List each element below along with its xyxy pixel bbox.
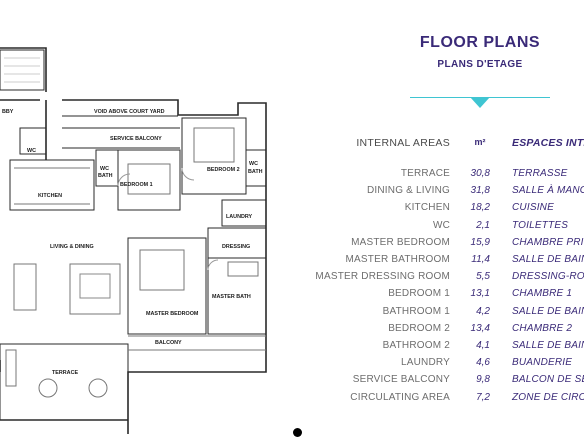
room-area: 31,8	[470, 185, 490, 197]
table-row: MASTER BEDROOM 15,9 CHAMBRE PRI	[0, 237, 584, 254]
room-name-en: LAUNDRY	[400, 357, 450, 369]
room-name-en: BATHROOM 2	[382, 340, 450, 351]
room-name-en: MASTER BEDROOM	[351, 236, 450, 248]
table-row: WC 2,1 TOILETTES	[0, 220, 584, 237]
room-name-fr: SALLE DE BAIN	[512, 305, 584, 317]
room-name-fr: CHAMBRE PRI	[512, 236, 584, 248]
room-name-fr: BUANDERIE	[512, 357, 573, 369]
room-area: 4,1	[476, 340, 490, 351]
page-title: FLOOR PLANS	[419, 34, 541, 51]
plan-label-living: LIVING & DINING	[50, 244, 94, 250]
room-area: 15,9	[470, 236, 490, 248]
plan-label-bedroom-2: BEDROOM 2	[207, 167, 240, 173]
room-name-fr: CHAMBRE 2	[512, 322, 573, 334]
room-name-en: SERVICE BALCONY	[352, 374, 450, 386]
room-name-en: CIRCULATING AREA	[350, 391, 450, 403]
table-row: BEDROOM 2 13,4 CHAMBRE 2	[0, 323, 584, 340]
table-row: TERRACE 30,8 TERRASSE	[0, 168, 584, 185]
plan-label-wc-bath-2b: BATH	[248, 169, 263, 175]
room-name-fr: SALLE DE BAIN	[512, 254, 584, 265]
room-area: 4,6	[476, 357, 490, 369]
plan-label-wc-bath-2a: WC	[249, 161, 258, 167]
room-area: 9,8	[476, 374, 490, 386]
room-name-en: WC	[432, 219, 450, 231]
room-area: 2,1	[476, 219, 490, 231]
room-name-fr: SALLE À MANG	[512, 185, 584, 197]
plan-label-void: VOID ABOVE COURT YARD	[94, 109, 165, 115]
table-row: DINING & LIVING 31,8 SALLE À MANG	[0, 185, 584, 202]
column-header-unit: m²	[474, 137, 486, 147]
room-name-fr: CUISINE	[512, 202, 554, 214]
room-name-en: TERRACE	[400, 168, 450, 179]
table-row: BEDROOM 1 13,1 CHAMBRE 1	[0, 288, 584, 305]
room-area: 7,2	[476, 391, 490, 403]
table-row: CIRCULATING AREA 7,2 ZONE DE CIRC	[0, 392, 584, 409]
room-name-fr: TERRASSE	[512, 168, 568, 179]
room-area: 5,5	[476, 271, 490, 283]
room-name-en: BATHROOM 1	[382, 305, 450, 317]
plan-label-bedroom-1: BEDROOM 1	[120, 182, 153, 188]
table-row: KITCHEN 18,2 CUISINE	[0, 202, 584, 219]
plan-label-service-balcony: SERVICE BALCONY	[110, 136, 162, 142]
divider-arrow-icon	[470, 97, 490, 108]
room-name-fr: SALLE DE BAIN	[512, 340, 584, 351]
plan-label-lobby: BBY	[2, 109, 14, 115]
plan-label-kitchen: KITCHEN	[38, 193, 62, 199]
room-area: 18,2	[470, 202, 490, 214]
column-header-internal-areas: INTERNAL AREAS	[356, 137, 450, 149]
room-name-en: MASTER BATHROOM	[345, 254, 450, 265]
page-subtitle: PLANS D'ETAGE	[437, 59, 523, 70]
table-row: SERVICE BALCONY 9,8 BALCON DE SE	[0, 374, 584, 391]
column-header-espaces: ESPACES INTÉ	[512, 137, 584, 149]
room-area: 13,1	[470, 288, 490, 300]
table-row: BATHROOM 2 4,1 SALLE DE BAIN	[0, 340, 584, 357]
table-row: MASTER DRESSING ROOM 5,5 DRESSING-RO	[0, 271, 584, 288]
room-name-en: BEDROOM 2	[388, 322, 450, 334]
room-name-en: MASTER DRESSING ROOM	[315, 271, 450, 283]
plan-label-balcony: BALCONY	[155, 340, 182, 346]
plan-label-master-bedroom: MASTER BEDROOM	[146, 311, 199, 317]
floor-plan-drawing: BBY VOID ABOVE COURT YARD SERVICE BALCON…	[0, 47, 267, 434]
room-name-en: BEDROOM 1	[388, 288, 450, 300]
page-indicator-dot[interactable]	[293, 428, 302, 437]
plan-label-dressing: DRESSING	[222, 244, 250, 250]
plan-label-wc-bath-1b: BATH	[98, 173, 113, 179]
room-name-en: KITCHEN	[404, 202, 450, 214]
plan-label-wc: WC	[27, 148, 36, 154]
room-area: 13,4	[470, 322, 490, 334]
room-name-fr: TOILETTES	[512, 219, 569, 231]
room-name-en: DINING & LIVING	[366, 185, 450, 197]
room-name-fr: ZONE DE CIRC	[512, 391, 584, 403]
room-area: 4,2	[476, 305, 490, 317]
plan-label-master-bath: MASTER BATH	[212, 294, 251, 300]
table-row: BATHROOM 1 4,2 SALLE DE BAIN	[0, 306, 584, 323]
room-name-fr: DRESSING-RO	[512, 271, 584, 283]
room-name-fr: BALCON DE SE	[512, 374, 584, 386]
room-area: 30,8	[470, 168, 490, 179]
room-name-fr: CHAMBRE 1	[512, 288, 573, 300]
room-area: 11,4	[471, 254, 490, 265]
plan-label-laundry: LAUNDRY	[226, 214, 253, 220]
plan-label-terrace: TERRACE	[52, 370, 78, 376]
plan-label-wc-bath-1a: WC	[100, 166, 109, 172]
table-row: LAUNDRY 4,6 BUANDERIE	[0, 357, 584, 374]
table-row: MASTER BATHROOM 11,4 SALLE DE BAIN	[0, 254, 584, 271]
